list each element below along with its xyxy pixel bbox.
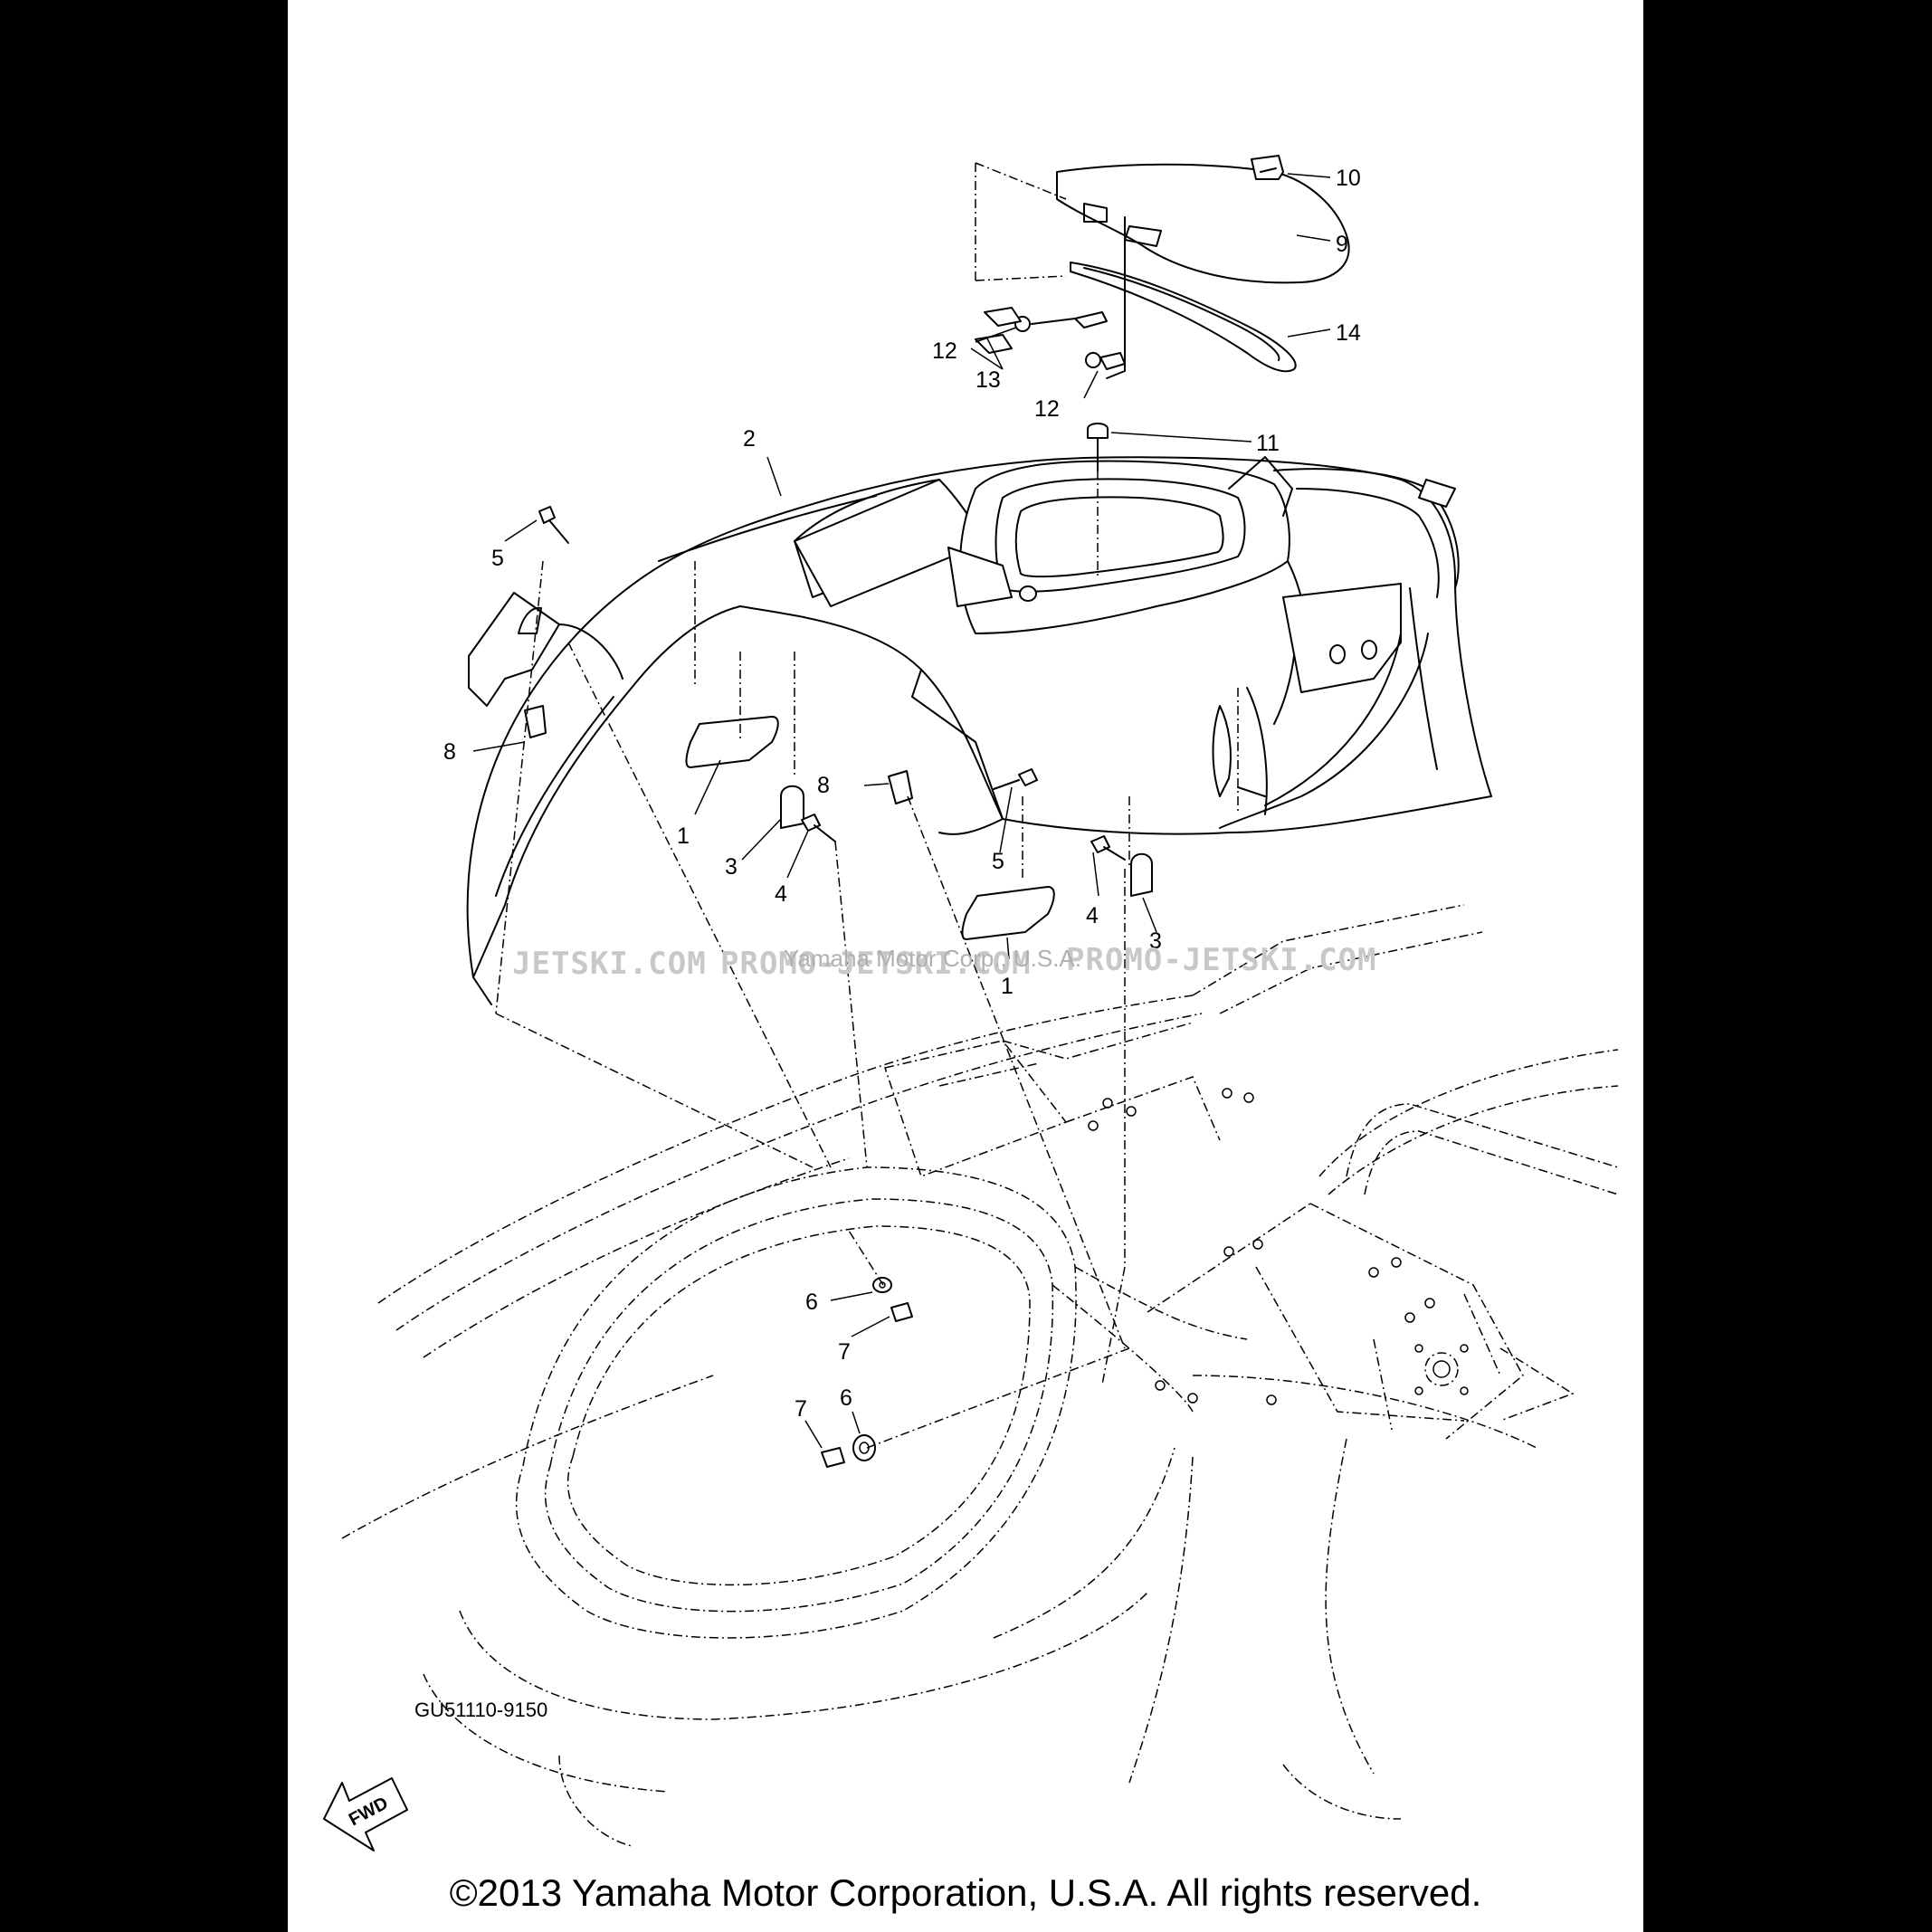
fwd-arrow: FWD <box>323 1777 408 1851</box>
callout-12-lower: 12 <box>1034 396 1060 422</box>
callout-4-left: 4 <box>775 881 787 907</box>
callout-7-upper: 7 <box>838 1339 851 1365</box>
hull-outline <box>341 904 1619 1847</box>
leader-lines <box>472 162 1331 1449</box>
callout-2: 2 <box>743 426 756 452</box>
callout-1-lower: 1 <box>1001 974 1014 999</box>
small-parts <box>524 307 1153 1468</box>
exploded-parts-diagram: 10 9 14 11 12 13 12 2 5 8 1 3 4 8 5 4 3 … <box>323 155 1619 1851</box>
callout-14: 14 <box>1336 320 1361 346</box>
callout-6-upper: 6 <box>805 1290 818 1315</box>
callout-6-lower: 6 <box>840 1385 852 1411</box>
callout-3-left: 3 <box>725 854 738 880</box>
callout-4-right: 4 <box>1086 903 1099 928</box>
watermark-overlay: Yamaha Motor Corp., U.S.A. <box>784 945 1081 972</box>
callout-7-lower: 7 <box>795 1396 807 1422</box>
callout-11: 11 <box>1256 431 1280 456</box>
watermark-left: JETSKI.COM <box>512 946 707 982</box>
callout-labels: 10 9 14 11 12 13 12 2 5 8 1 3 4 8 5 4 3 … <box>443 166 1361 1422</box>
callout-8-mid: 8 <box>817 773 830 798</box>
copyright-notice: ©2013 Yamaha Motor Corporation, U.S.A. A… <box>449 1871 1482 1914</box>
callout-1-left: 1 <box>677 823 690 849</box>
callout-3-right: 3 <box>1149 928 1162 954</box>
cover-assembly <box>466 456 1492 1005</box>
watermark: JETSKI.COM PROMO-JETSKI.COM PROMO-JETSKI… <box>512 942 1377 982</box>
lid-assembly <box>1056 155 1350 373</box>
watermark-center: PROMO-JETSKI.COM <box>720 946 1032 982</box>
callout-8-left: 8 <box>443 739 456 765</box>
callout-13: 13 <box>976 367 1001 393</box>
callout-12-upper: 12 <box>932 338 957 364</box>
callout-5-mid: 5 <box>992 849 1004 874</box>
callout-10: 10 <box>1336 166 1361 191</box>
part-code: GU51110-9150 <box>414 1699 547 1721</box>
callout-9: 9 <box>1336 232 1348 257</box>
diagram-sheet: 10 9 14 11 12 13 12 2 5 8 1 3 4 8 5 4 3 … <box>288 0 1643 1932</box>
watermark-right: PROMO-JETSKI.COM <box>1066 942 1377 978</box>
callout-5-left: 5 <box>491 546 504 571</box>
